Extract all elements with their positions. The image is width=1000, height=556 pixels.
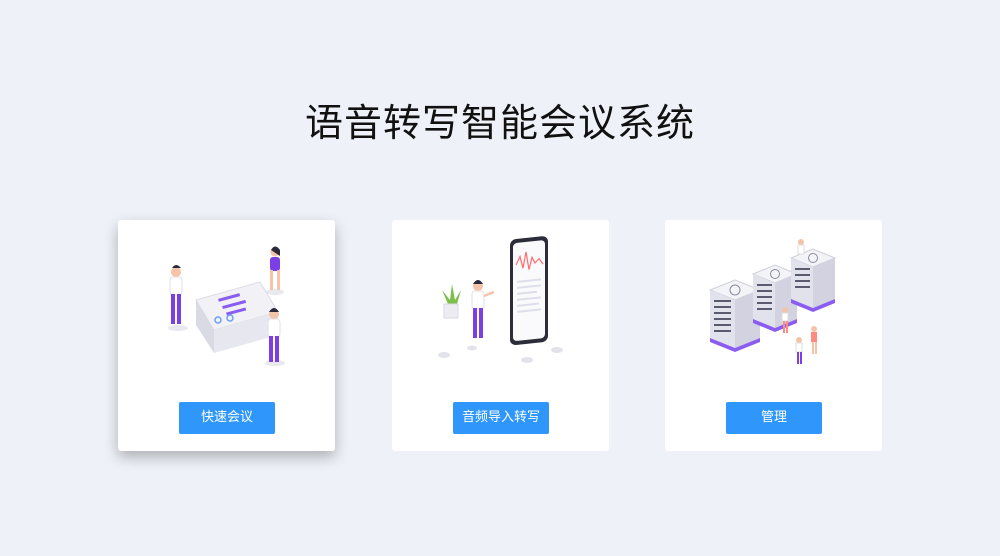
- quick-meeting-button[interactable]: 快速会议: [179, 402, 275, 434]
- servers-illustration-icon: [708, 239, 837, 364]
- phone-audio-illustration-icon: [438, 236, 563, 363]
- card-quick-meeting[interactable]: 快速会议: [118, 220, 335, 451]
- card-management[interactable]: 管理: [665, 220, 882, 451]
- page-title: 语音转写智能会议系统: [304, 101, 695, 145]
- management-button[interactable]: 管理: [726, 402, 822, 434]
- audio-import-button[interactable]: 音频导入转写: [453, 402, 549, 434]
- card-audio-import[interactable]: 音频导入转写: [392, 220, 609, 451]
- meeting-illustration-icon: [168, 246, 285, 366]
